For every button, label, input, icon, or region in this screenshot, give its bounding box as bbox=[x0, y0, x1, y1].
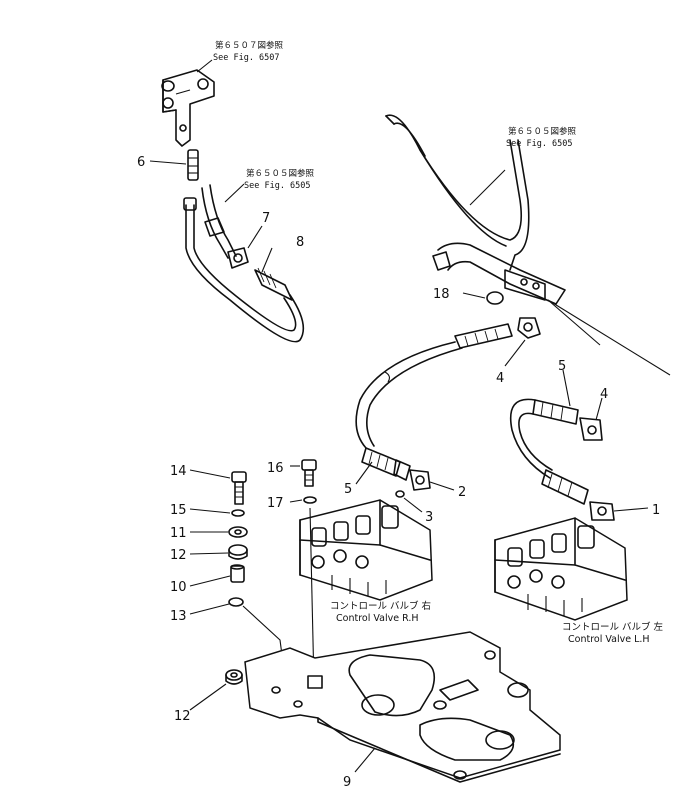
caption-valve-lh-en: Control Valve L.H bbox=[568, 634, 650, 645]
bolt-16 bbox=[290, 459, 317, 487]
cushion-12-lower bbox=[189, 669, 243, 711]
hose-5-rh bbox=[355, 323, 513, 485]
callout-2: 2 bbox=[458, 485, 466, 500]
collar-10 bbox=[189, 564, 245, 587]
ref-fig6505-upper-en: See Fig. 6505 bbox=[506, 139, 573, 149]
callout-1: 1 bbox=[652, 503, 660, 518]
washer-11 bbox=[190, 526, 248, 538]
control-valve-rh bbox=[299, 499, 433, 601]
nut-18 bbox=[462, 291, 504, 305]
ref-fig6507-en: See Fig. 6507 bbox=[213, 53, 280, 63]
bolt-14 bbox=[189, 469, 247, 505]
ref-fig6505-left-en: See Fig. 6505 bbox=[244, 181, 311, 191]
callout-4-lower: 4 bbox=[600, 387, 608, 402]
callout-18: 18 bbox=[433, 287, 450, 302]
callout-9: 9 bbox=[343, 775, 351, 788]
control-valve-lh bbox=[494, 517, 628, 621]
ref-fig6505-upper-jp: 第６５０５図参照 bbox=[508, 126, 577, 137]
callout-14: 14 bbox=[170, 464, 187, 479]
callout-7: 7 bbox=[262, 211, 270, 226]
oring-3 bbox=[395, 490, 423, 513]
ref-fig6507-jp: 第６５０７図参照 bbox=[215, 40, 284, 51]
elbow-4-lower bbox=[579, 397, 603, 441]
hose-5-lh bbox=[510, 369, 589, 505]
washer-15 bbox=[189, 508, 245, 517]
callout-13: 13 bbox=[170, 609, 187, 624]
callout-12-upper: 12 bbox=[170, 548, 187, 563]
elbow-2 bbox=[409, 469, 455, 491]
callout-6: 6 bbox=[137, 155, 145, 170]
ref-fig6505-left-jp: 第６５０５図参照 bbox=[246, 168, 315, 179]
washer-17 bbox=[289, 496, 317, 686]
callout-12-lower: 12 bbox=[174, 709, 191, 724]
hose-fig6505-left bbox=[201, 183, 263, 269]
callout-17: 17 bbox=[267, 496, 284, 511]
callout-15: 15 bbox=[170, 503, 187, 518]
callout-8: 8 bbox=[296, 235, 304, 250]
callout-3: 3 bbox=[425, 510, 433, 525]
fitting-6 bbox=[149, 149, 199, 181]
callout-16: 16 bbox=[267, 461, 284, 476]
elbow-4-upper bbox=[504, 317, 541, 367]
elbow-1 bbox=[589, 501, 649, 521]
callout-5-rh: 5 bbox=[344, 482, 352, 497]
base-plate-9 bbox=[244, 631, 561, 783]
callout-10: 10 bbox=[170, 580, 187, 595]
caption-valve-rh-en: Control Valve R.H bbox=[336, 613, 419, 624]
right-bracket bbox=[432, 242, 671, 376]
caption-valve-rh-jp: コントロール バルブ 右 bbox=[330, 600, 431, 612]
hose-fig6505-upper bbox=[385, 114, 530, 271]
callout-5-lh: 5 bbox=[558, 359, 566, 374]
caption-valve-lh-jp: コントロール バルブ 左 bbox=[562, 621, 664, 633]
callout-4-upper: 4 bbox=[496, 371, 504, 386]
callout-11: 11 bbox=[170, 526, 187, 541]
hose-8 bbox=[183, 197, 305, 343]
oring-13 bbox=[189, 597, 283, 656]
cushion-12-upper bbox=[189, 544, 248, 560]
upper-bracket bbox=[161, 59, 215, 147]
